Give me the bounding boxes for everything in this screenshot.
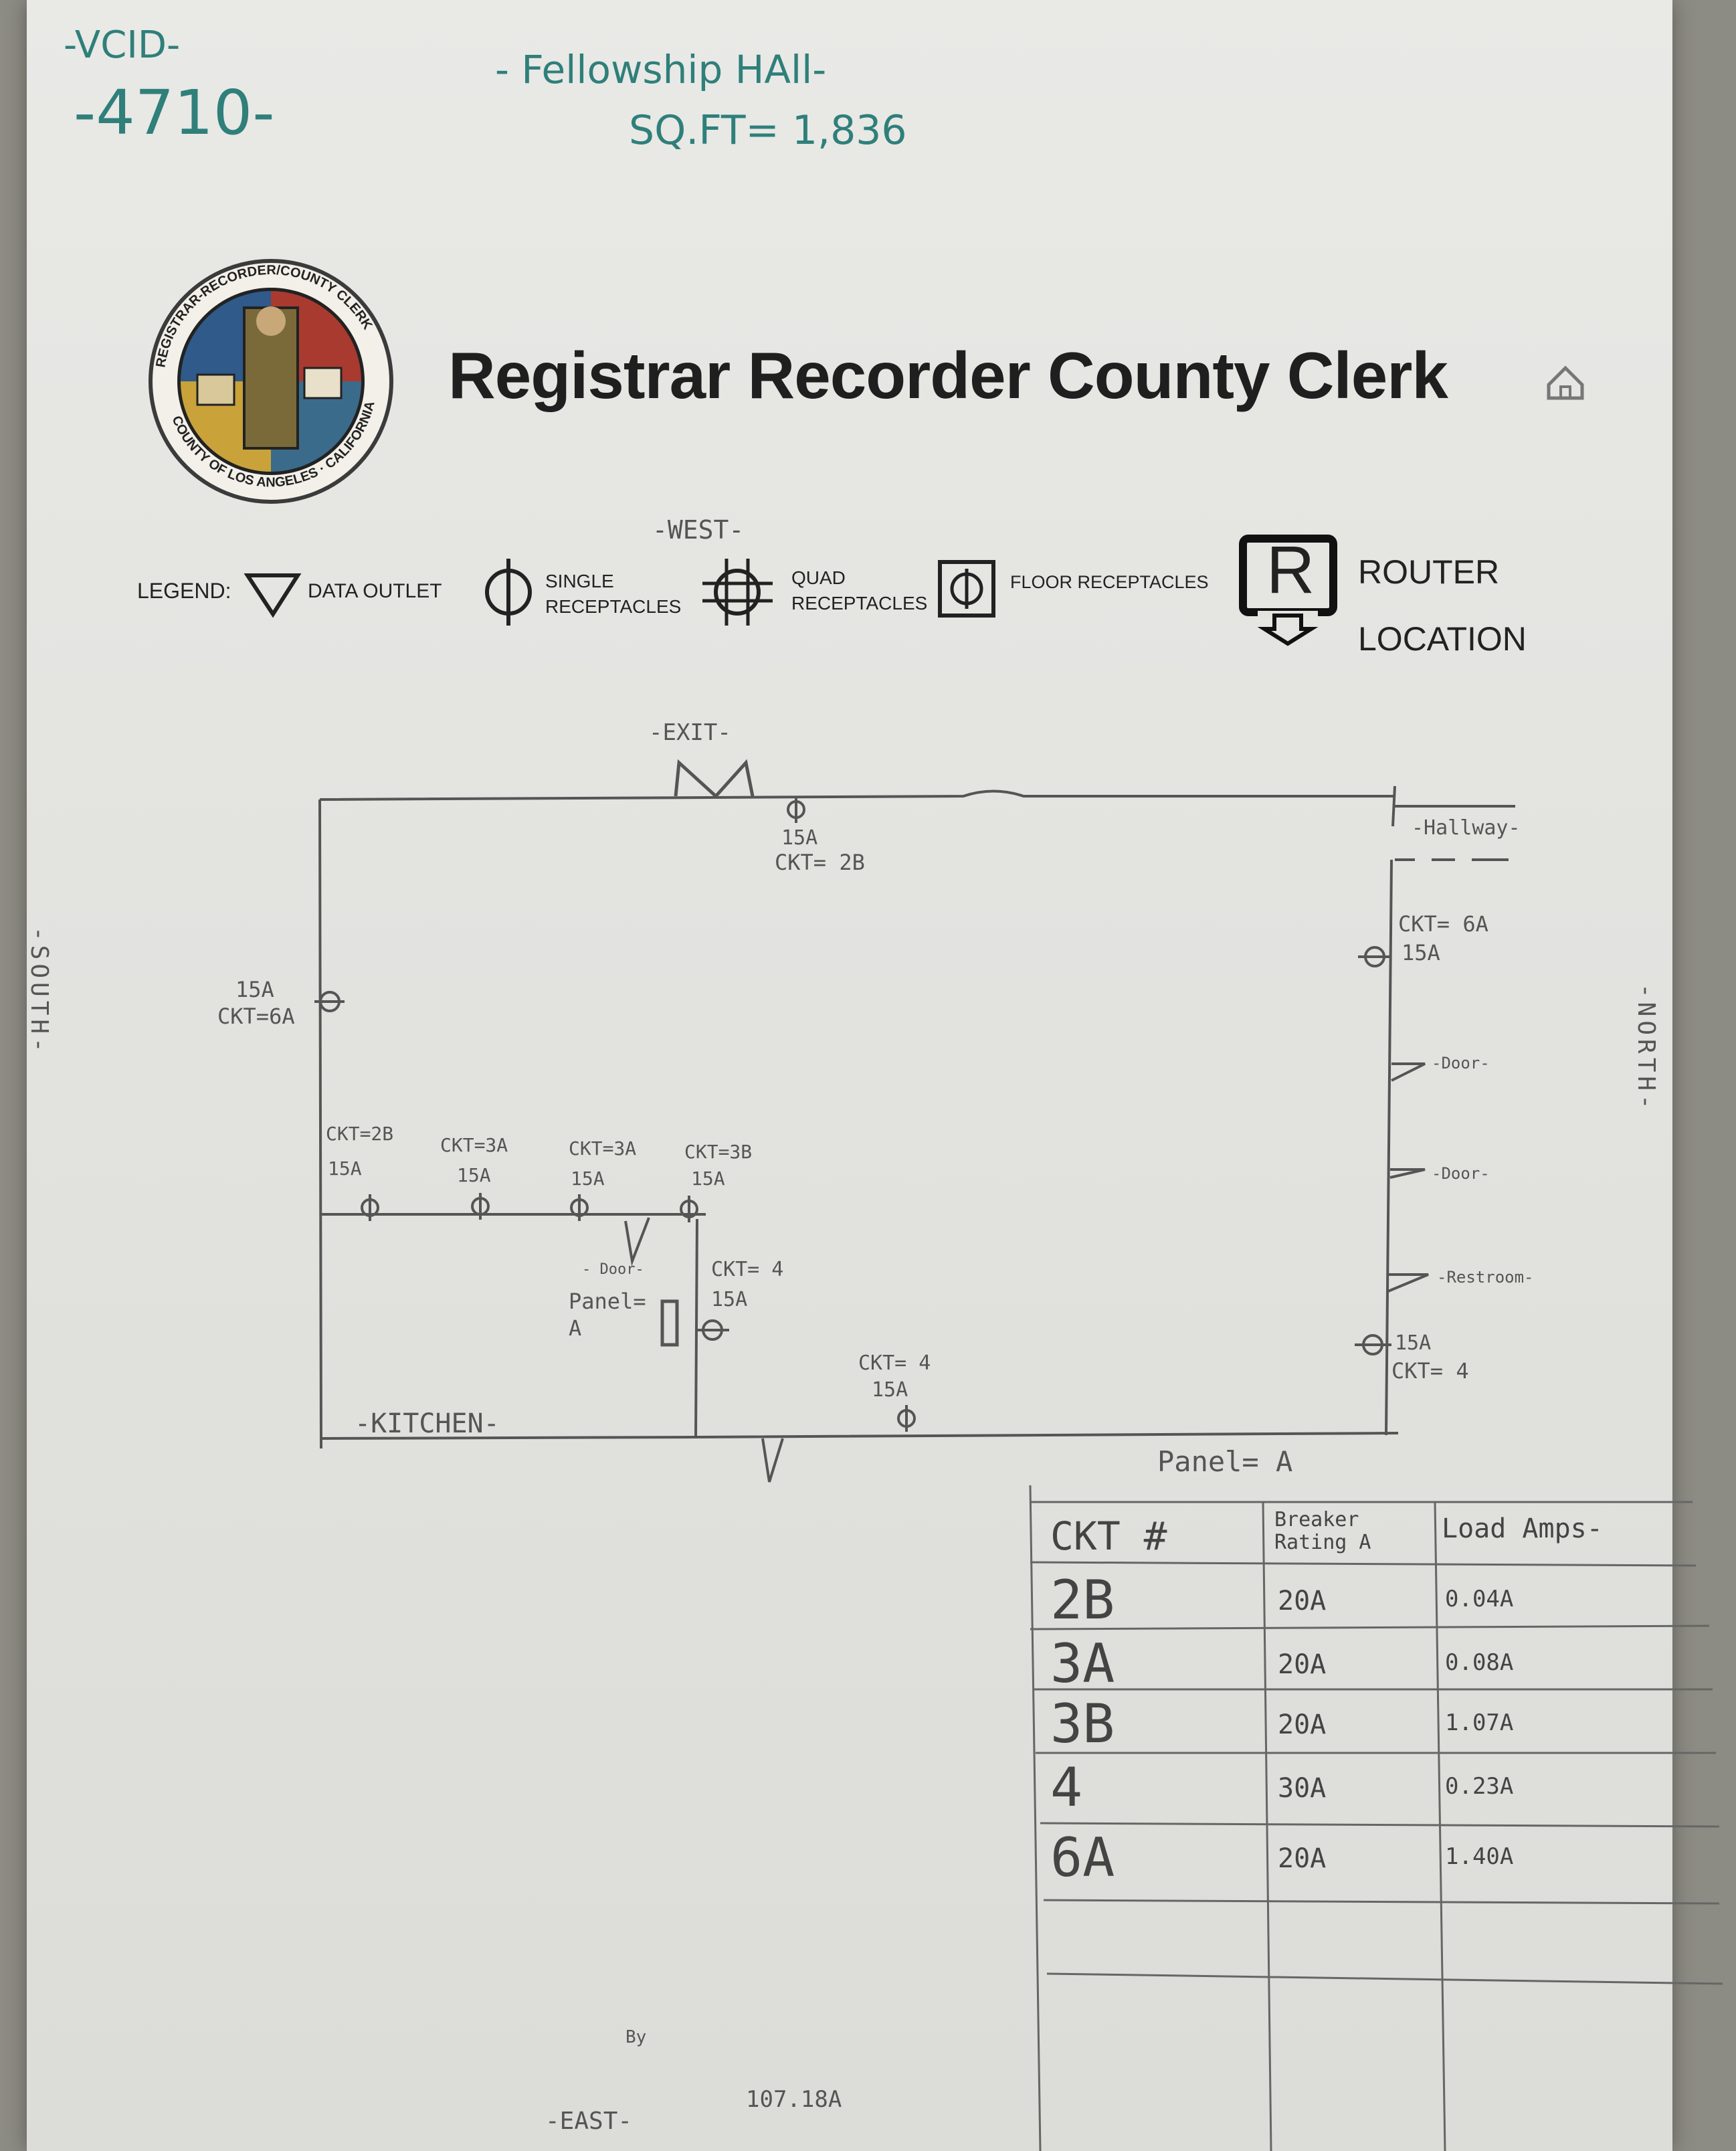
router-letter: R: [1266, 533, 1315, 607]
restroom-label: -Restroom-: [1437, 1268, 1534, 1287]
exit-label: -EXIT-: [649, 719, 731, 746]
compass-south: -SOUTH-: [25, 927, 53, 1056]
quad-receptacle-icon: [702, 559, 773, 626]
door-label-2: -Door-: [1432, 1164, 1490, 1183]
table-cell: 3A: [1050, 1632, 1115, 1695]
receptacle-amp: 15A: [691, 1167, 725, 1190]
receptacle-amp: 15A: [571, 1167, 605, 1190]
door-label-1: -Door-: [1432, 1054, 1490, 1072]
router-icon: [1239, 535, 1337, 646]
door-marks: [1387, 1062, 1429, 1293]
table-header-cell: Breaker Rating A: [1274, 1508, 1371, 1554]
vcid-label: -VCID-: [64, 23, 181, 67]
data-outlet-icon: [244, 573, 302, 618]
receptacle-ckt: CKT=6A: [217, 1004, 295, 1029]
receptacle-ckt: CKT=3B: [684, 1141, 753, 1163]
vcid-value: -4710-: [74, 77, 275, 149]
kitchen-door: [624, 1217, 650, 1267]
bottom-door: [761, 1438, 784, 1483]
table-cell: 20A: [1278, 1586, 1327, 1616]
exit-door: [674, 759, 755, 799]
receptacle-ckt: CKT= 2B: [775, 850, 865, 875]
receptacle-amp: 15A: [1402, 940, 1440, 965]
by-note: By: [625, 2027, 647, 2047]
table-cell: 1.40A: [1445, 1843, 1514, 1870]
table-cell: 20A: [1278, 1843, 1327, 1874]
receptacle-ckt: CKT= 4: [858, 1351, 931, 1375]
table-cell: 0.08A: [1445, 1649, 1514, 1676]
legend-quad: QUAD RECEPTACLES: [791, 567, 928, 614]
table-cell: 0.04A: [1445, 1586, 1514, 1612]
receptacle-amp: 15A: [328, 1157, 362, 1180]
compass-east: -EAST-: [545, 2108, 633, 2135]
total-load: 107.18A: [746, 2086, 842, 2113]
receptacle-amp: 15A: [457, 1164, 491, 1186]
county-seal: [149, 259, 393, 504]
table-cell: 6A: [1050, 1827, 1115, 1889]
wall-top: [319, 789, 1395, 801]
single-receptacle-icon: [485, 559, 532, 626]
panel-label-inside: Panel= A: [569, 1289, 646, 1341]
hallway-marks: [1395, 805, 1515, 861]
table-header-cell: CKT #: [1050, 1513, 1167, 1559]
table-cell: 0.23A: [1445, 1773, 1514, 1800]
table-cell: 20A: [1278, 1649, 1327, 1680]
table-cell: 4: [1050, 1756, 1083, 1818]
receptacle-amp: 15A: [1395, 1331, 1432, 1355]
panel-label-outside: Panel= A: [1157, 1445, 1293, 1478]
receptacle-ckt: CKT= 4: [1391, 1358, 1469, 1384]
receptacle-ckt: CKT= 4: [711, 1258, 784, 1281]
legend-data-outlet: DATA OUTLET: [308, 580, 442, 602]
receptacle-amp: 15A: [781, 826, 818, 850]
table-header-cell: Load Amps-: [1442, 1513, 1603, 1544]
receptacle-amp: 15A: [711, 1288, 748, 1311]
receptacle-ckt: CKT=2B: [326, 1123, 394, 1145]
hallway-label: -Hallway-: [1412, 816, 1521, 840]
page-title: Registrar Recorder County Clerk: [448, 339, 1448, 412]
legend-single: SINGLE RECEPTACLES: [545, 571, 682, 617]
receptacle-ckt: CKT= 6A: [1398, 911, 1488, 937]
floor-receptacle-icon: [938, 560, 995, 618]
square-footage: SQ.FT= 1,836: [629, 107, 907, 154]
receptacle-ckt: CKT=3A: [569, 1137, 637, 1159]
receptacles: [314, 796, 1391, 1432]
table-cell: 30A: [1278, 1773, 1327, 1804]
table-cell: 20A: [1278, 1709, 1327, 1740]
panel-box: [660, 1299, 679, 1347]
location-name: - Fellowship HAll-: [495, 47, 827, 92]
compass-north: -NORTH-: [1632, 984, 1660, 1113]
legend-router: ROUTER LOCATION: [1358, 553, 1527, 658]
receptacle-amp: 15A: [235, 977, 274, 1002]
table-cell: 1.07A: [1445, 1709, 1514, 1736]
legend-floor: FLOOR RECEPTACLES: [1010, 572, 1209, 592]
legend-label: LEGEND:: [137, 579, 231, 603]
table-cell: 2B: [1050, 1569, 1115, 1631]
table-cell: 3B: [1050, 1693, 1115, 1755]
compass-west: -WEST-: [652, 515, 745, 545]
receptacle-ckt: CKT=3A: [440, 1134, 508, 1156]
receptacle-amp: 15A: [872, 1378, 908, 1402]
door-label-3: - Door-: [582, 1261, 644, 1278]
wall-left: [318, 799, 322, 1449]
kitchen-label: -KITCHEN-: [355, 1408, 500, 1439]
